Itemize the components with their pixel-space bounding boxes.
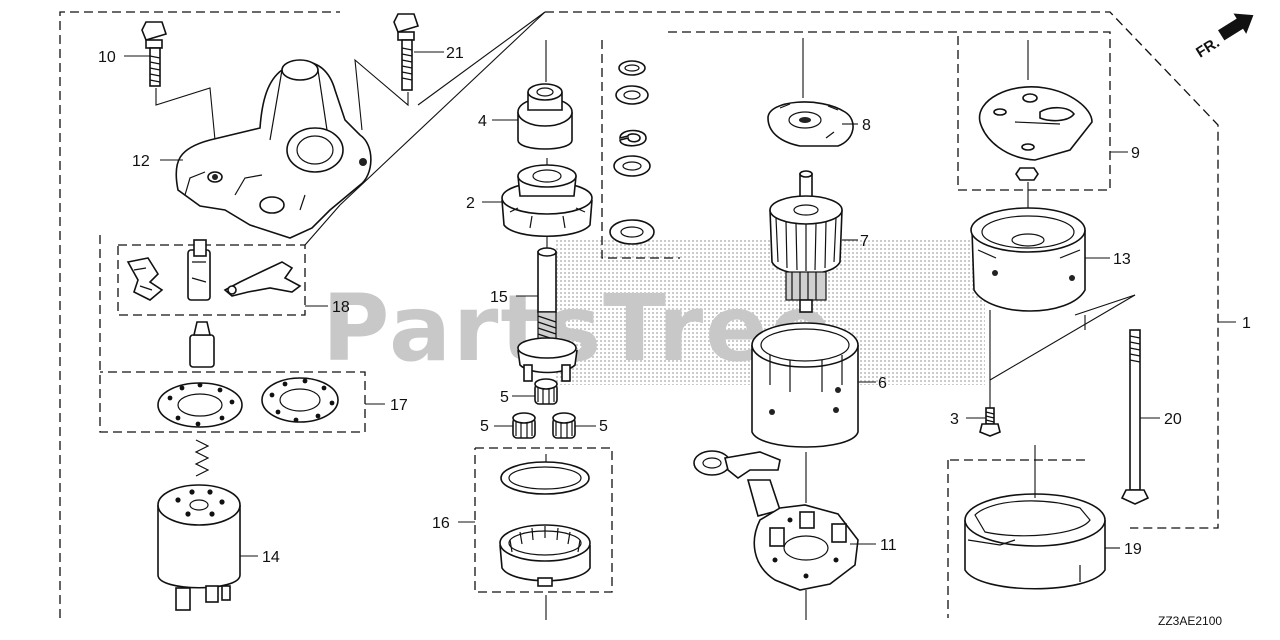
planet-gear-b: [512, 412, 536, 439]
group-boundaries: [59, 11, 1219, 618]
front-arrow-icon: [1218, 13, 1254, 41]
callout-13: 13: [1113, 251, 1131, 268]
part-8-end-plate: [767, 38, 854, 147]
spring: [194, 439, 210, 477]
callout-1: 1: [1242, 315, 1251, 332]
callout-6: 6: [878, 375, 887, 392]
part-4-pinion-gear: [517, 40, 573, 150]
callout-labels: 1 2 3 4 5 5 5 6 7 8 9 10 11 12 13 14 15 …: [98, 45, 1251, 566]
washer-and-clip-set: [609, 60, 655, 245]
callout-3: 3: [950, 411, 959, 428]
callout-leaders: [124, 51, 1236, 557]
part-16-internal-gear: [499, 454, 591, 620]
callout-11: 11: [880, 537, 897, 554]
part-6-yoke: [751, 322, 859, 448]
part-19-rear-guard: [964, 445, 1106, 590]
watermark: PartsTree: [322, 240, 985, 385]
orientation-label: FR.: [1193, 34, 1223, 61]
callout-19: 19: [1124, 541, 1142, 558]
part-14-solenoid: [157, 484, 241, 611]
part-13-rear-cover: [970, 207, 1136, 408]
part-12-front-cover: [175, 59, 372, 239]
callout-8: 8: [862, 117, 871, 134]
callout-21: 21: [446, 45, 464, 62]
front-direction-indicator: FR.: [1193, 13, 1254, 61]
part-7-armature: [769, 170, 843, 313]
callout-5a: 5: [500, 389, 509, 406]
callout-18: 18: [332, 299, 350, 316]
callout-5c: 5: [599, 418, 608, 435]
part-3-screw: [979, 407, 1001, 437]
part-15-drive-shaft: [517, 236, 578, 382]
callout-4: 4: [478, 113, 487, 130]
part-21-bolt: [354, 13, 420, 131]
planet-gear-c: [552, 412, 576, 439]
callout-20: 20: [1164, 411, 1182, 428]
part-18-lever-set: [126, 239, 302, 301]
part-9-insulator-plate: [978, 40, 1093, 161]
callout-17: 17: [390, 397, 408, 414]
callout-2: 2: [466, 195, 475, 212]
callout-12: 12: [132, 153, 150, 170]
watermark-text: PartsTree: [322, 275, 834, 382]
part-5-planet-gears: [512, 378, 576, 439]
diagram-code: ZZ3AE2100: [1158, 614, 1222, 628]
part-20-through-bolt: [1120, 329, 1150, 505]
planet-gear-a: [534, 378, 558, 405]
part-11-brush-holder: [693, 450, 859, 620]
callout-15: 15: [490, 289, 508, 306]
part-10-bolt: [141, 21, 216, 141]
part-2-gear-housing: [501, 158, 593, 237]
callout-5b: 5: [480, 418, 489, 435]
part-17-gasket-set: [157, 377, 339, 428]
part-17-pin: [189, 321, 215, 368]
callout-14: 14: [262, 549, 280, 566]
callout-7: 7: [860, 233, 869, 250]
callout-16: 16: [432, 515, 450, 532]
callout-9: 9: [1131, 145, 1140, 162]
callout-10: 10: [98, 49, 116, 66]
